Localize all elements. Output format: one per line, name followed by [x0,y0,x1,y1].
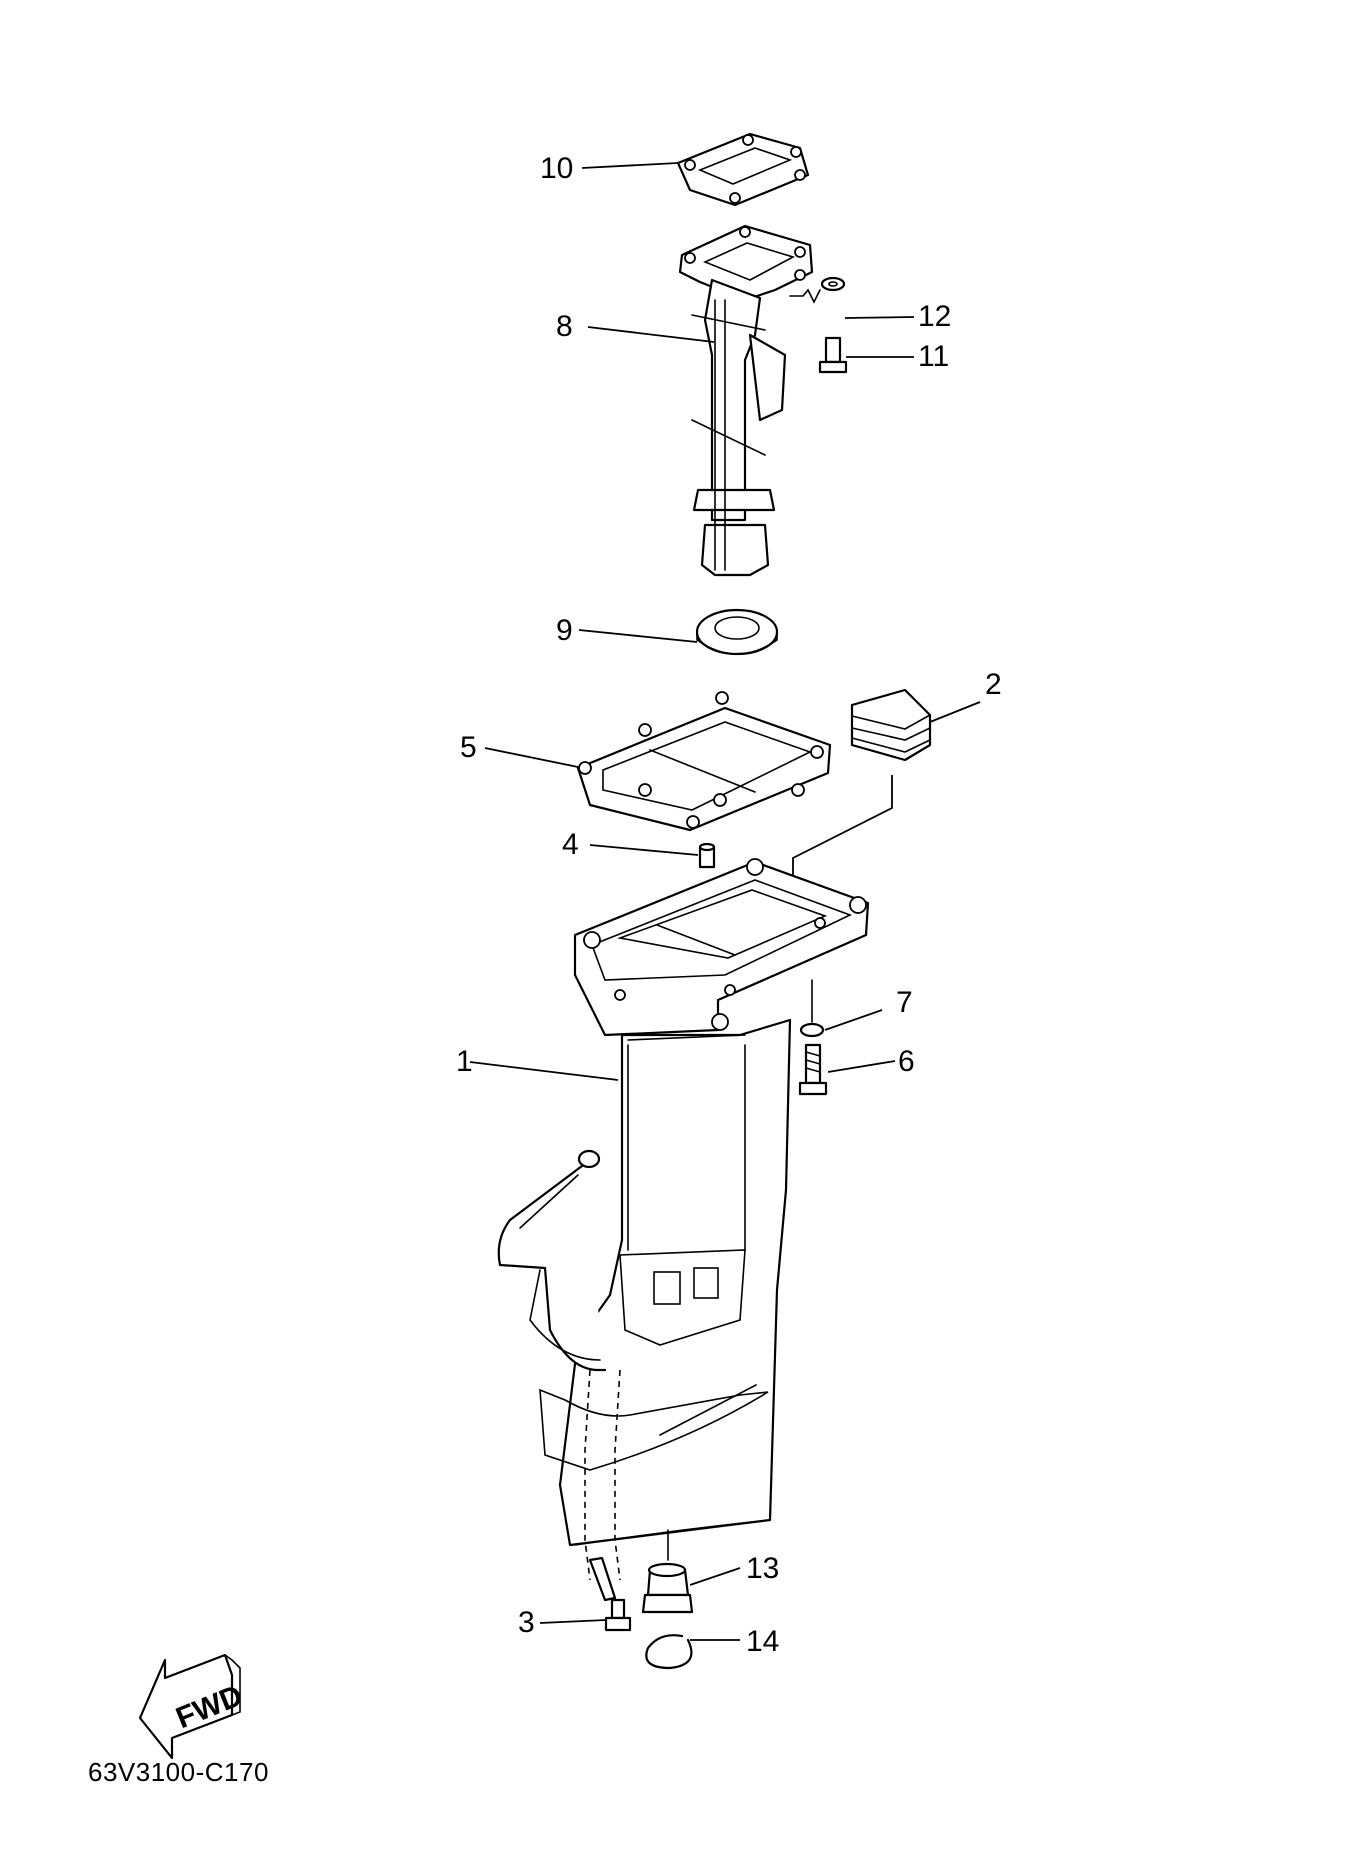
part-7-washer [799,1022,825,1038]
callout-8: 8 [556,310,573,343]
part-4-dowel [698,842,716,869]
part-2-cushion [850,688,932,762]
callout-2: 2 [985,668,1002,701]
diagram-code: 63V3100-C170 [88,1757,269,1787]
fwd-arrow: FWD [138,1653,247,1760]
callout-11: 11 [918,340,949,373]
callout-labels: 10 8 12 11 9 2 5 4 7 1 6 13 3 14 [456,152,1002,1658]
callout-12: 12 [918,300,951,333]
part-6-bolt [798,1043,828,1096]
part-1-upper-casing [539,858,870,1581]
part-9-seal [695,608,779,656]
part-13-plug [641,1529,694,1614]
part-10-gasket [676,132,810,207]
leader-break [789,288,821,304]
callout-14: 14 [746,1625,779,1658]
ground-lead [497,1149,617,1602]
callout-1: 1 [456,1045,473,1078]
part-3-screw [604,1598,632,1632]
part-11-bolt [818,336,848,374]
callout-13: 13 [746,1552,779,1585]
part-5-gasket [576,691,832,832]
callout-6: 6 [898,1045,915,1078]
part-8-exhaust-guide [678,224,814,577]
callout-4: 4 [562,828,579,861]
callout-7: 7 [896,986,913,1019]
callout-3: 3 [518,1606,535,1639]
callout-10: 10 [540,152,573,185]
callout-5: 5 [460,731,477,764]
part-14-circlip [645,1634,693,1670]
callout-9: 9 [556,614,573,647]
leader-lines [469,162,981,1641]
part-12-washer [820,276,846,292]
part-2-leader [792,775,893,888]
